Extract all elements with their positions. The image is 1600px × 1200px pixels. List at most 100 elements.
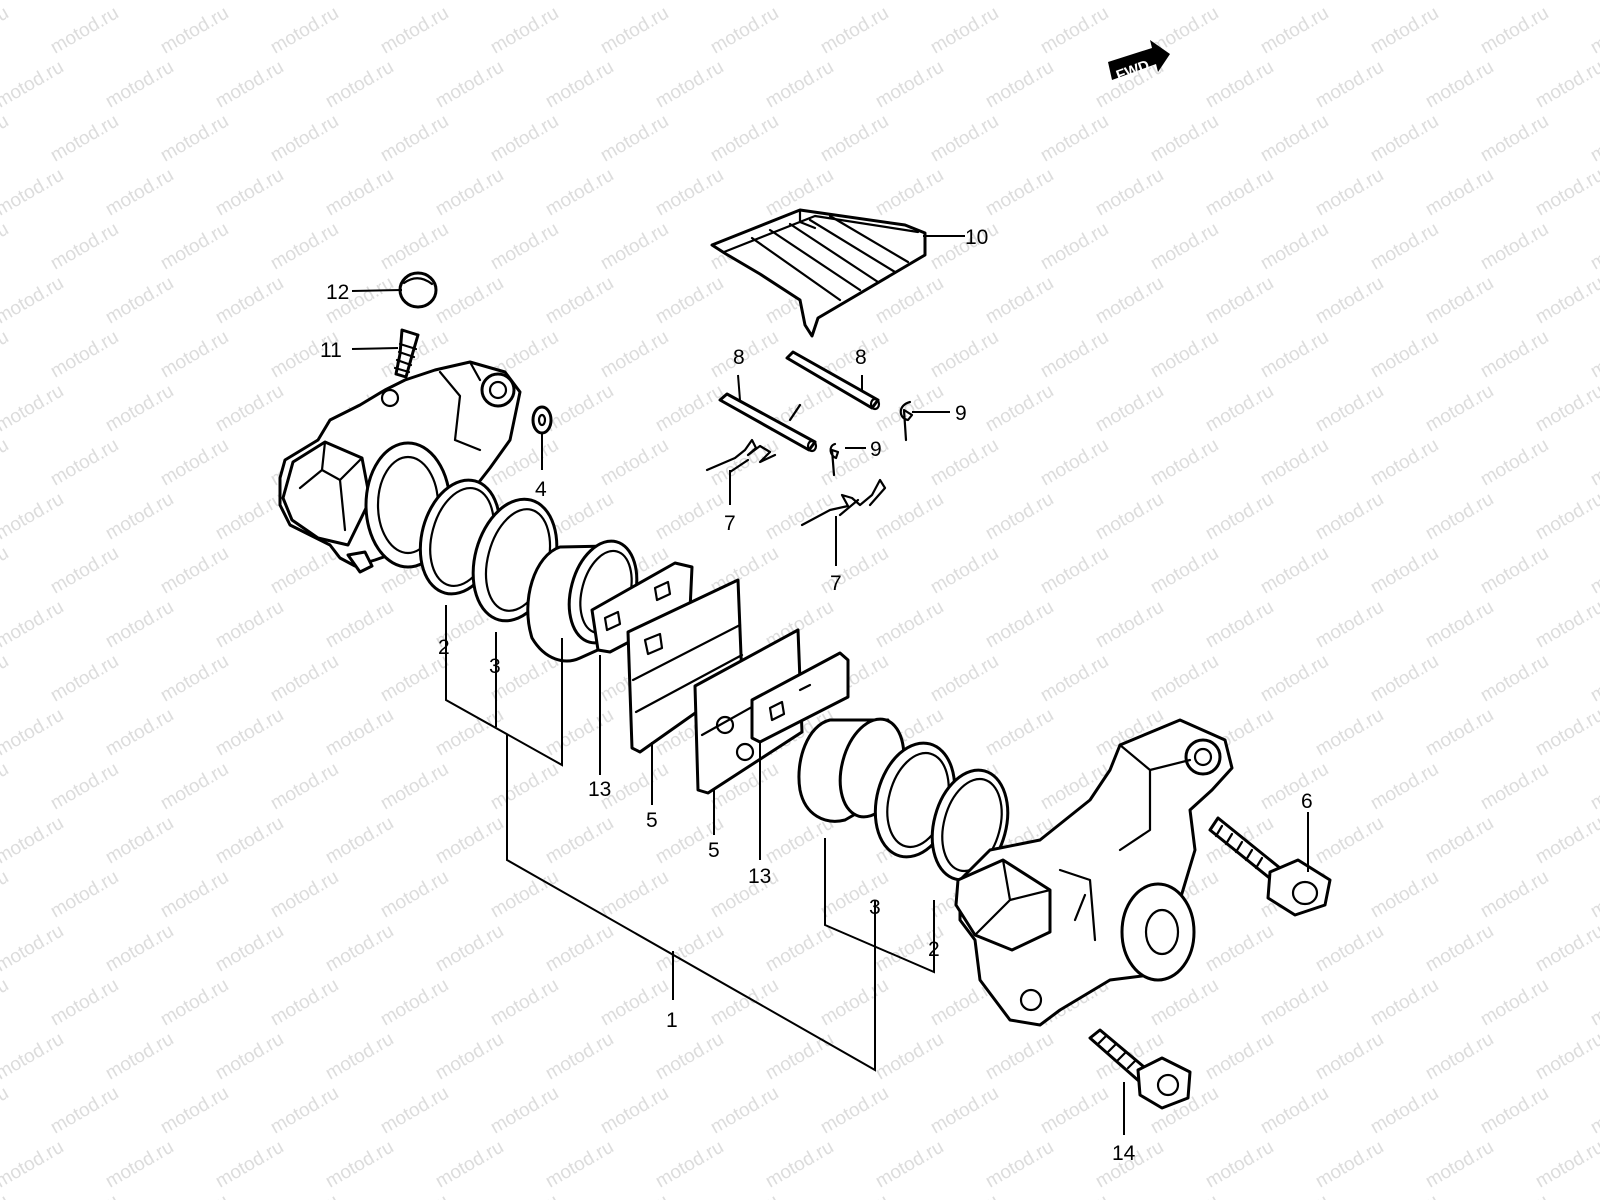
watermark-text: motod.ru [0, 921, 67, 977]
watermark-text: motod.ru [47, 867, 122, 923]
watermark-text: motod.ru [432, 921, 507, 977]
mounting-bolt-upper [1208, 816, 1332, 917]
watermark-text: motod.ru [102, 57, 177, 113]
watermark-text: motod.ru [982, 273, 1057, 329]
watermark-text: motod.ru [212, 705, 287, 761]
watermark-text: motod.ru [322, 705, 397, 761]
watermark-text: motod.ru [1037, 327, 1112, 383]
watermark-text: motod.ru [762, 1029, 837, 1085]
watermark-text: motod.ru [597, 1191, 672, 1200]
leader-lines [351, 235, 1309, 1135]
watermark-text: motod.ru [982, 597, 1057, 653]
watermark-text: motod.ru [1477, 759, 1552, 815]
watermark-text: motod.ru [1477, 1191, 1552, 1200]
watermark-text: motod.ru [1367, 1191, 1442, 1200]
watermark-text: motod.ru [652, 0, 727, 4]
watermark-text: motod.ru [1202, 0, 1277, 4]
watermark-text: motod.ru [1202, 57, 1277, 113]
watermark-text: motod.ru [0, 273, 67, 329]
watermark-text: motod.ru [1477, 111, 1552, 167]
watermark-text: motod.ru [597, 111, 672, 167]
watermark-text: motod.ru [1257, 975, 1332, 1031]
watermark-text: motod.ru [1367, 543, 1442, 599]
watermark-text: motod.ru [1587, 651, 1600, 707]
watermark-text: motod.ru [322, 921, 397, 977]
callout-2-right: 2 [928, 938, 940, 961]
watermark-text: motod.ru [762, 489, 837, 545]
watermark-text: motod.ru [1367, 219, 1442, 275]
watermark-text: motod.ru [0, 813, 67, 869]
watermark-text: motod.ru [762, 0, 837, 4]
watermark-text: motod.ru [1477, 327, 1552, 383]
watermark-text: motod.ru [707, 1191, 782, 1200]
watermark-text: motod.ru [652, 273, 727, 329]
watermark-text: motod.ru [1312, 57, 1387, 113]
watermark-text: motod.ru [1147, 975, 1222, 1031]
watermark-text: motod.ru [1312, 381, 1387, 437]
watermark-text: motod.ru [102, 489, 177, 545]
watermark-text: motod.ru [1037, 111, 1112, 167]
watermark-text: motod.ru [1037, 435, 1112, 491]
watermark-text: motod.ru [542, 813, 617, 869]
watermark-text: motod.ru [0, 219, 12, 275]
watermark-text: motod.ru [1037, 3, 1112, 59]
watermark-text: motod.ru [47, 975, 122, 1031]
mounting-bolt-lower [1088, 1028, 1192, 1110]
watermark-text: motod.ru [1147, 327, 1222, 383]
watermark-text: motod.ru [47, 219, 122, 275]
watermark-text: motod.ru [817, 975, 892, 1031]
watermark-text: motod.ru [542, 1029, 617, 1085]
watermark-text: motod.ru [872, 165, 947, 221]
watermark-text: motod.ru [487, 219, 562, 275]
watermark-text: motod.ru [1367, 1083, 1442, 1139]
watermark-text: motod.ru [377, 1083, 452, 1139]
watermark-text: motod.ru [487, 1191, 562, 1200]
callout-5-left: 5 [646, 809, 658, 832]
watermark-text: motod.ru [597, 1083, 672, 1139]
callout-1: 1 [666, 1009, 678, 1032]
watermark-text: motod.ru [817, 1191, 892, 1200]
watermark-text: motod.ru [322, 57, 397, 113]
watermark-text: motod.ru [0, 165, 67, 221]
watermark-text: motod.ru [1092, 273, 1167, 329]
watermark-text: motod.ru [1477, 543, 1552, 599]
callout-3-left: 3 [489, 655, 501, 678]
watermark-text: motod.ru [1532, 273, 1600, 329]
watermark-text: motod.ru [1312, 1029, 1387, 1085]
watermark-text: motod.ru [542, 273, 617, 329]
watermark-text: motod.ru [542, 921, 617, 977]
watermark-text: motod.ru [0, 327, 12, 383]
watermark-text: motod.ru [1312, 813, 1387, 869]
watermark-text: motod.ru [487, 759, 562, 815]
watermark-text: motod.ru [872, 381, 947, 437]
watermark-text: motod.ru [872, 0, 947, 4]
watermark-text: motod.ru [1202, 489, 1277, 545]
watermark-text: motod.ru [1312, 165, 1387, 221]
watermark-text: motod.ru [1147, 543, 1222, 599]
watermark-text: motod.ru [47, 651, 122, 707]
watermark-text: motod.ru [542, 381, 617, 437]
watermark-text: motod.ru [267, 651, 342, 707]
watermark-text: motod.ru [1532, 57, 1600, 113]
watermark-text: motod.ru [927, 543, 1002, 599]
watermark-text: motod.ru [157, 975, 232, 1031]
watermark-text: motod.ru [1202, 921, 1277, 977]
watermark-text: motod.ru [157, 435, 232, 491]
watermark-text: motod.ru [817, 867, 892, 923]
callout-12: 12 [326, 281, 349, 304]
watermark-text: motod.ru [872, 1029, 947, 1085]
watermark-text: motod.ru [157, 1083, 232, 1139]
watermark-text: motod.ru [432, 1137, 507, 1193]
watermark-text: motod.ru [377, 759, 452, 815]
watermark-text: motod.ru [487, 3, 562, 59]
watermark-text: motod.ru [1312, 489, 1387, 545]
watermark-text: motod.ru [1367, 867, 1442, 923]
watermark-text: motod.ru [267, 543, 342, 599]
watermark-text: motod.ru [0, 381, 67, 437]
watermark-text: motod.ru [597, 3, 672, 59]
watermark-text: motod.ru [0, 111, 12, 167]
pin-clip-upper [899, 400, 914, 442]
watermark-text: motod.ru [432, 1029, 507, 1085]
